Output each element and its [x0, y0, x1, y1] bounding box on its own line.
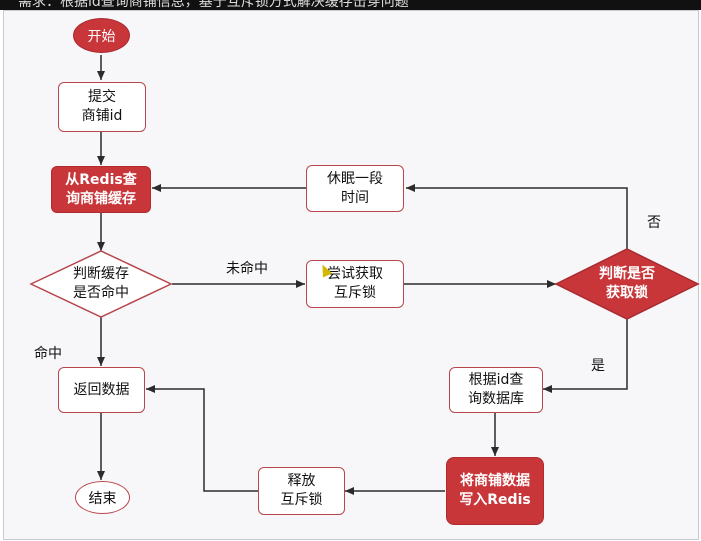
- header-caption: 需求：根据id查询商铺信息，基于互斥锁方式解决缓存击穿问题: [18, 0, 409, 10]
- decision-lock-acquired-shape: [554, 248, 700, 320]
- sleep-node: 休眠一段 时间: [306, 165, 404, 212]
- query-redis-cache-node: 从Redis查 询商铺缓存: [51, 166, 151, 213]
- try-acquire-lock-node: 尝试获取 互斥锁: [306, 260, 404, 308]
- return-data-node: 返回数据: [58, 367, 145, 413]
- end-label: 结束: [88, 490, 117, 507]
- submit-shop-id-node: 提交 商铺id: [58, 82, 146, 132]
- query-database-node: 根据id查 询数据库: [449, 367, 543, 413]
- edge-release-return: [146, 385, 258, 492]
- edge-label-miss: 未命中: [226, 261, 268, 277]
- start-node: 开始: [73, 18, 130, 53]
- check-lock-acquired-label: 判断是否 获取锁: [599, 266, 655, 301]
- end-node: 结束: [75, 481, 130, 514]
- header-bar: 需求：根据id查询商铺信息，基于互斥锁方式解决缓存击穿问题: [0, 0, 701, 10]
- write-to-redis-node: 将商铺数据 写入Redis: [446, 457, 544, 525]
- check-cache-hit-label: 判断缓存 是否命中: [73, 266, 129, 301]
- edge-label-yes: 是: [591, 358, 605, 374]
- edge-label-hit: 命中: [34, 346, 62, 362]
- start-label: 开始: [87, 28, 116, 45]
- edge-label-no: 否: [647, 215, 661, 231]
- decision-cache-hit-shape: [29, 250, 173, 318]
- release-lock-node: 释放 互斥锁: [258, 467, 345, 515]
- edge-checklock-sleep: [406, 184, 628, 249]
- edge-checklock-querydb: [543, 318, 628, 393]
